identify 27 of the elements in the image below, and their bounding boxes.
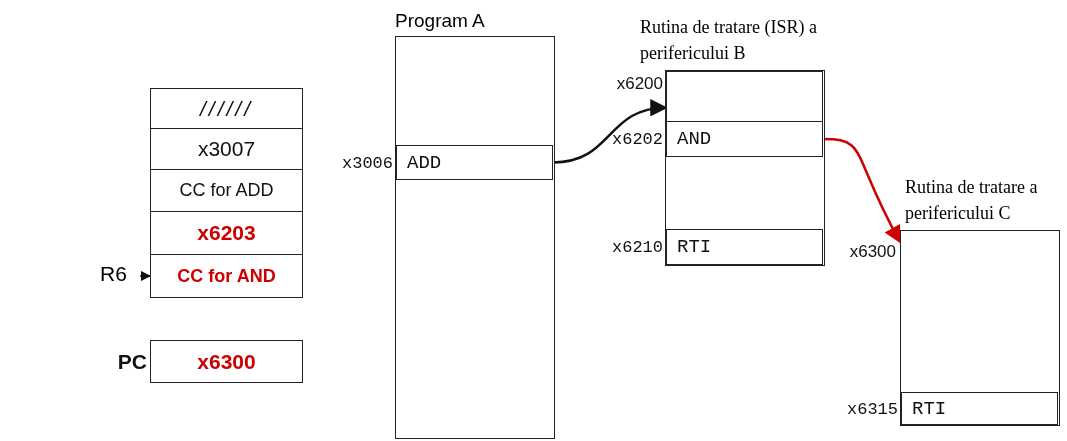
cell-text: RTI [912, 397, 947, 420]
stack-cell [150, 254, 303, 298]
stack-cell [150, 169, 303, 212]
block-title: Rutina de tratare (ISR) a perifericului B [640, 16, 818, 65]
cell-text: R6 [100, 262, 127, 285]
cell-text: RTI [677, 236, 712, 258]
register-label: PC [117, 349, 147, 374]
arrow [139, 270, 152, 282]
block-title: Program A [395, 10, 485, 32]
address-label: x6315 [847, 399, 898, 418]
cell-text: ADD [407, 151, 442, 174]
address-label: x3006 [342, 153, 393, 172]
cell-text: AND [677, 128, 712, 150]
cell-text: x6300 [197, 349, 256, 374]
address-label: x6300 [849, 242, 896, 262]
address-label: x6202 [612, 129, 663, 149]
stack-cell [150, 128, 303, 170]
cell-text: x6203 [197, 221, 256, 245]
cell-text: CC for ADD [179, 180, 274, 201]
stack-cell [150, 88, 303, 129]
address-label: x6210 [612, 237, 663, 257]
address-label: x6200 [616, 74, 663, 94]
cell-text: x3007 [197, 137, 256, 161]
stack-cell [150, 211, 303, 255]
cell-text: ////// [200, 96, 253, 121]
block-title: Rutina de tratare a perifericului C [905, 176, 1039, 225]
cell-text: CC for AND [177, 265, 276, 287]
